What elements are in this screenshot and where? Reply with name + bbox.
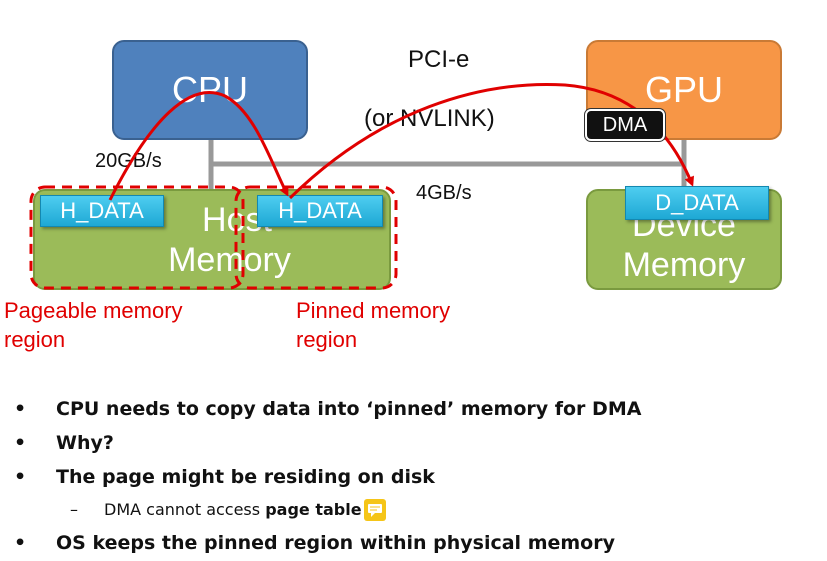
pinned-label-line2: region <box>296 327 358 352</box>
bullet-text: Why? <box>56 432 114 454</box>
host-bandwidth-label: 20GB/s <box>95 150 162 172</box>
bullet-item: • OS keeps the pinned region within phys… <box>14 526 814 560</box>
bullet-item: • CPU needs to copy data into ‘pinned’ m… <box>14 392 814 426</box>
bullet-marker: • <box>14 432 27 454</box>
pinned-label-line1: Pinned memory <box>296 298 451 323</box>
h-data-pinned-label: H_DATA <box>278 198 362 223</box>
dma-label: DMA <box>602 113 648 136</box>
pinned-region-outline <box>234 185 398 290</box>
bullet-marker: • <box>14 466 27 488</box>
bullet-item: • The page might be residing on disk <box>14 460 814 494</box>
h-data-pageable-label: H_DATA <box>60 198 144 223</box>
device-memory-label-line2: Memory <box>622 245 746 284</box>
bullet-item: • Why? <box>14 426 814 460</box>
comment-icon[interactable] <box>363 498 386 521</box>
bullet-marker: • <box>14 398 27 420</box>
h-data-pinned-chip: H_DATA <box>257 195 383 227</box>
bullet-text: OS keeps the pinned region within physic… <box>56 532 615 554</box>
bus-bandwidth-label: 4GB/s <box>416 182 472 204</box>
bullet-text: The page might be residing on disk <box>56 466 435 488</box>
bus-label: PCI-e <box>408 46 470 73</box>
sub-bullet-marker: – <box>70 500 78 519</box>
pinned-region-label: Pinned memory region <box>296 296 496 354</box>
d-data-label: D_DATA <box>655 190 739 215</box>
pageable-label-line2: region <box>4 327 66 352</box>
pageable-region-label: Pageable memory region <box>4 296 224 354</box>
h-data-pageable-chip: H_DATA <box>40 195 164 227</box>
dma-transfer-arrow <box>288 82 694 200</box>
d-data-chip: D_DATA <box>625 186 769 220</box>
sub-bullet-item: – DMA cannot access page table <box>14 494 814 526</box>
gpu-label: GPU <box>644 69 723 110</box>
bullet-text: CPU needs to copy data into ‘pinned’ mem… <box>56 398 642 420</box>
sub-bullet-text: DMA cannot access <box>104 500 266 519</box>
host-memory-label-line2: Memory <box>168 240 291 279</box>
pageable-region-outline <box>29 185 245 290</box>
dma-badge: DMA <box>585 109 665 141</box>
bullet-marker: • <box>14 532 27 554</box>
pageable-label-line1: Pageable memory <box>4 298 183 323</box>
bullet-list: • CPU needs to copy data into ‘pinned’ m… <box>14 392 814 560</box>
sub-bullet-bold-text: page table <box>265 500 362 519</box>
copy-to-pinned-arrow <box>108 91 289 201</box>
